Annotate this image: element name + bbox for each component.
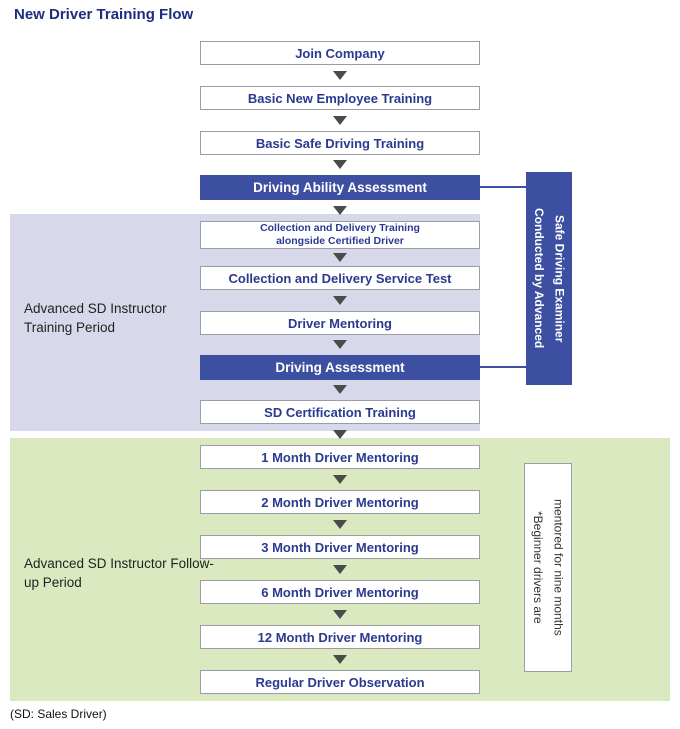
arrow-down-icon [333,160,347,169]
flow-step-collection-delivery-service-test: Collection and Delivery Service Test [200,266,480,290]
arrow-down-icon [333,385,347,394]
flow-step-driving-ability-assessment: Driving Ability Assessment [200,175,480,200]
flow-step-basic-new-employee-training: Basic New Employee Training [200,86,480,110]
flow-step-driver-mentoring: Driver Mentoring [200,311,480,335]
sd-footnote: (SD: Sales Driver) [10,707,107,721]
examiner-note-box: Conducted by Advanced Safe Driving Exami… [526,172,572,385]
examiner-connector-line [480,186,526,188]
examiner-note-text: Conducted by Advanced Safe Driving Exami… [529,208,570,348]
flow-step-regular-driver-observation: Regular Driver Observation [200,670,480,694]
flow-step-basic-safe-driving-training: Basic Safe Driving Training [200,131,480,155]
flow-step-2-month-driver-mentoring: 2 Month Driver Mentoring [200,490,480,514]
arrow-down-icon [333,340,347,349]
flow-step-collection-delivery-training: Collection and Delivery Training alongsi… [200,221,480,249]
flow-step-3-month-driver-mentoring: 3 Month Driver Mentoring [200,535,480,559]
examiner-connector-line [480,366,526,368]
examiner-note-line2: Safe Driving Examiner [552,214,567,343]
arrow-down-icon [333,610,347,619]
flow-step-1-month-driver-mentoring: 1 Month Driver Mentoring [200,445,480,469]
flow-step-driving-assessment: Driving Assessment [200,355,480,380]
flow-step-join-company: Join Company [200,41,480,65]
mentoring-note-line2: mentored for nine months [551,499,566,636]
flow-step-6-month-driver-mentoring: 6 Month Driver Mentoring [200,580,480,604]
mentoring-note-text: *Beginner drivers are mentored for nine … [528,499,569,636]
arrow-down-icon [333,565,347,574]
flow-step-sd-certification-training: SD Certification Training [200,400,480,424]
arrow-down-icon [333,253,347,262]
arrow-down-icon [333,206,347,215]
mentoring-note-box: *Beginner drivers are mentored for nine … [524,463,572,672]
arrow-down-icon [333,71,347,80]
examiner-note-line1: Conducted by Advanced [532,208,546,349]
training-period-label: Advanced SD Instructor Training Period [24,301,167,335]
arrow-down-icon [333,296,347,305]
arrow-down-icon [333,116,347,125]
arrow-down-icon [333,430,347,439]
page-title: New Driver Training Flow [14,6,194,23]
arrow-down-icon [333,520,347,529]
arrow-down-icon [333,655,347,664]
arrow-down-icon [333,475,347,484]
mentoring-note-line1: *Beginner drivers are [531,511,545,624]
flow-step-12-month-driver-mentoring: 12 Month Driver Mentoring [200,625,480,649]
followup-period-label: Advanced SD Instructor Follow-up Period [24,556,214,590]
